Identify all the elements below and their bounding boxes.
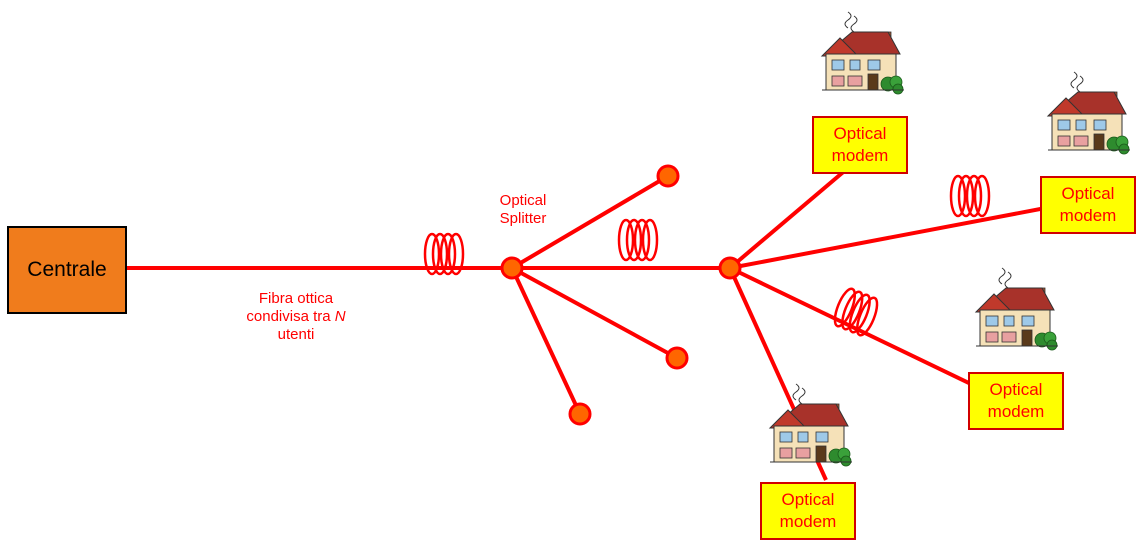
- fiber-label-n: N: [334, 308, 346, 325]
- fiber-lines: [127, 166, 1057, 481]
- fiber-coil-icon: [829, 285, 883, 339]
- central-office-box: Centrale: [7, 226, 127, 314]
- unused-port: [568, 402, 592, 426]
- fiber-label: Fibra ottica condivisa tra N utenti: [206, 290, 386, 344]
- house-icon: [821, 11, 905, 95]
- splitter1-branch-up: [510, 174, 670, 270]
- fiber-coil-icon: [617, 218, 659, 262]
- optical-modem: Optical modem: [968, 372, 1064, 430]
- central-office-label: Centrale: [27, 258, 107, 281]
- optical-modem: Optical modem: [812, 116, 908, 174]
- drop-fiber-2: [729, 204, 1057, 270]
- house-icon: [769, 383, 853, 467]
- unused-port: [665, 346, 689, 370]
- unused-port: [656, 164, 680, 188]
- splitter1-branch-low: [510, 267, 582, 415]
- house-icon: [975, 267, 1059, 351]
- splitter1-branch-down: [511, 266, 678, 360]
- house-icon: [1047, 71, 1131, 155]
- optical-modem: Optical modem: [1040, 176, 1136, 234]
- splitter-label-line1: Optical: [499, 192, 547, 209]
- optical-modem: Optical modem: [760, 482, 856, 540]
- fiber-coil-icon: [949, 174, 991, 218]
- splitter-label-line2: Splitter: [499, 210, 547, 227]
- fiber-label-line2: condivisa tra N: [246, 308, 346, 325]
- fiber-label-line1: Fibra ottica: [258, 290, 334, 307]
- drop-fiber-1: [728, 166, 850, 270]
- splitter-label: Optical Splitter: [478, 192, 568, 228]
- optical-splitter-2: [718, 256, 742, 280]
- splitter-nodes: [500, 164, 742, 426]
- optical-splitter-1: [500, 256, 524, 280]
- fiber-label-line3: utenti: [277, 326, 315, 343]
